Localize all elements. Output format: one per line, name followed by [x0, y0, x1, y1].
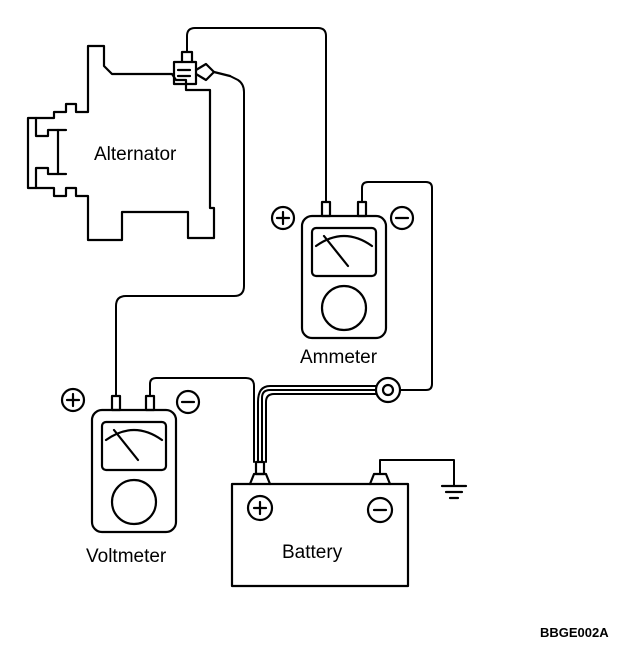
wires: [115, 27, 433, 463]
battery-plus-icon: [246, 494, 274, 522]
alternator-label: Alternator: [94, 144, 177, 165]
ammeter-label: Ammeter: [300, 347, 378, 368]
voltmeter-plus-icon: [60, 387, 86, 413]
battery: Battery: [230, 460, 410, 588]
ammeter-plus-icon: [270, 205, 296, 231]
voltmeter-label: Voltmeter: [86, 546, 167, 567]
alternator: Alternator: [26, 44, 232, 242]
ground-icon: [379, 459, 468, 500]
voltmeter-minus-icon: [175, 389, 201, 415]
battery-minus-icon: [366, 496, 394, 524]
ammeter-minus-icon: [389, 205, 415, 231]
figure-code: BBGE002A: [540, 625, 609, 640]
clamp-icon: [374, 376, 402, 404]
ammeter: Ammeter: [270, 200, 415, 368]
battery-label: Battery: [282, 542, 343, 563]
voltmeter: Voltmeter: [60, 387, 201, 567]
